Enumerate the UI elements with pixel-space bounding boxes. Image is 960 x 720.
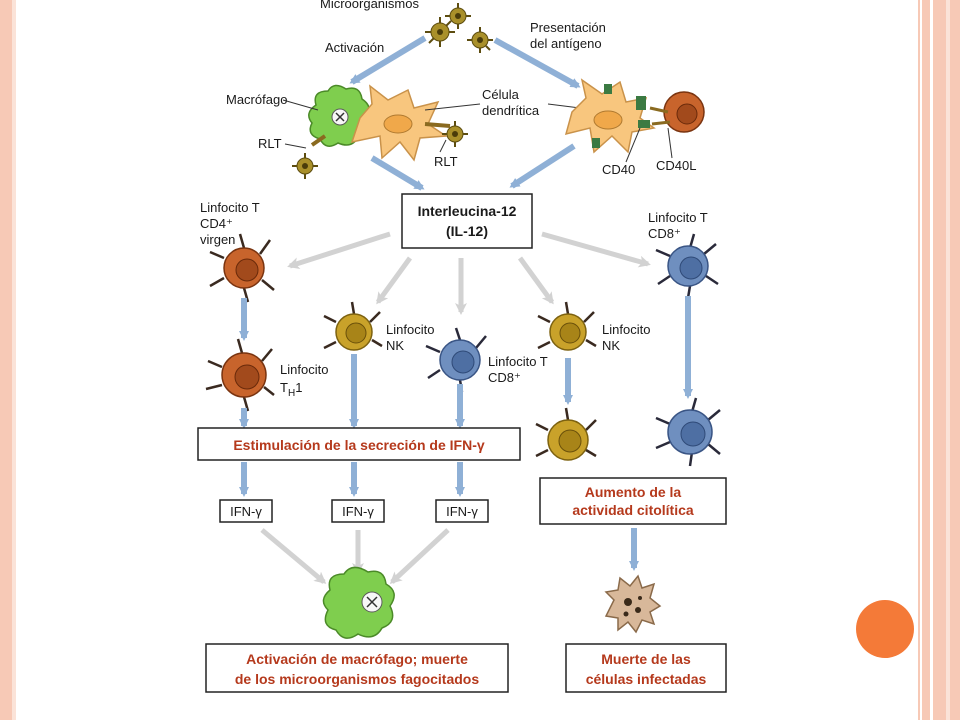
ifn-label: IFN-γ bbox=[230, 504, 262, 519]
th1-label: Linfocito bbox=[280, 362, 328, 377]
cd40-icon bbox=[592, 138, 600, 148]
dendritic-cell-label-2: dendrítica bbox=[482, 103, 540, 118]
th1-lymphocyte bbox=[205, 338, 275, 412]
dendritic-cell bbox=[350, 84, 449, 162]
infected-cell-death-box bbox=[565, 643, 727, 693]
microorganism-icon bbox=[425, 17, 455, 47]
slide-accent-dot bbox=[856, 600, 914, 658]
cd8-t-lymphocyte bbox=[425, 327, 487, 393]
nk-lymphocyte-active bbox=[535, 407, 597, 461]
cd4-naive-label-3: virgen bbox=[200, 232, 235, 247]
th1-label-2: TH1 bbox=[280, 380, 302, 399]
infected-cell-death-label: Muerte de las bbox=[601, 651, 691, 667]
arrow bbox=[260, 528, 327, 584]
receptor-icon bbox=[310, 134, 327, 147]
nk-label-2: NK bbox=[602, 338, 620, 353]
macrophage-activation-box bbox=[205, 643, 509, 693]
ifn-box bbox=[219, 499, 273, 523]
ifn-box bbox=[331, 499, 385, 523]
microorganisms-label: Microorganismos bbox=[320, 0, 419, 11]
mhc-icon bbox=[636, 96, 646, 110]
cd8-top-label-2: CD8⁺ bbox=[648, 226, 681, 241]
slide-frame-left-inner bbox=[12, 0, 16, 720]
cd4-t-lymphocyte bbox=[209, 233, 275, 303]
arrow bbox=[517, 256, 555, 305]
receptor-icon bbox=[651, 120, 671, 126]
infected-cell-death-label-2: células infectadas bbox=[586, 671, 707, 687]
antigen-presentation-label-2: del antígeno bbox=[530, 36, 602, 51]
cd40l-label: CD40L bbox=[656, 158, 696, 173]
cd4-naive-label: Linfocito T bbox=[200, 200, 260, 215]
ifn-box bbox=[435, 499, 489, 523]
macrophage-label: Macrófago bbox=[226, 92, 287, 107]
cytolytic-activity-label-2: actividad citolítica bbox=[572, 502, 694, 518]
th1-label-t: T bbox=[280, 380, 288, 395]
th1-label-1: 1 bbox=[295, 380, 302, 395]
leader-line bbox=[284, 143, 307, 149]
cd40-icon bbox=[638, 120, 650, 128]
macrophage-activation-label: Activación de macrófago; muerte bbox=[246, 651, 468, 667]
ifn-label: IFN-γ bbox=[342, 504, 374, 519]
frame-line bbox=[920, 0, 922, 720]
frame-line bbox=[946, 0, 950, 720]
arrow bbox=[370, 155, 425, 191]
receptor-icon bbox=[424, 122, 451, 128]
macrophage-cell bbox=[308, 84, 370, 147]
cd8-t-lymphocyte bbox=[655, 233, 719, 299]
nk-label: Linfocito bbox=[386, 322, 434, 337]
cd8-t-lymphocyte-active bbox=[655, 397, 721, 467]
antigen-presentation-label: Presentación bbox=[530, 20, 606, 35]
macrophage-activation-label-2: de los microorganismos fagocitados bbox=[235, 671, 479, 687]
cd8-label: Linfocito T bbox=[488, 354, 548, 369]
microorganism-icon bbox=[442, 121, 468, 147]
cd8-top-label: Linfocito T bbox=[648, 210, 708, 225]
arrow bbox=[389, 528, 450, 585]
rlt-label-left: RLT bbox=[258, 136, 282, 151]
th1-label-sub: H bbox=[288, 388, 295, 399]
arrow bbox=[349, 35, 427, 85]
arrow bbox=[375, 256, 413, 305]
frame-line bbox=[930, 0, 933, 720]
arrow bbox=[541, 231, 651, 268]
nk-lymphocyte bbox=[537, 301, 597, 351]
cd8-label-2: CD8⁺ bbox=[488, 370, 521, 385]
arrow bbox=[287, 231, 391, 269]
mhc-icon bbox=[604, 84, 612, 94]
cd4-naive-label-2: CD4⁺ bbox=[200, 216, 233, 231]
leader-line bbox=[439, 139, 447, 153]
microorganism-icon bbox=[445, 3, 471, 29]
slide-frame-left bbox=[0, 0, 12, 720]
leader-line bbox=[625, 127, 641, 163]
receptor-icon bbox=[649, 106, 669, 114]
nk-label-2: NK bbox=[386, 338, 404, 353]
arrow bbox=[509, 143, 576, 189]
ifn-stimulation-label: Estimulación de la secreción de IFN-γ bbox=[233, 437, 485, 453]
infected-cell bbox=[604, 574, 662, 634]
cytolytic-activity-label: Aumento de la bbox=[585, 484, 682, 500]
ifn-label: IFN-γ bbox=[446, 504, 478, 519]
il12-label: Interleucina-12 bbox=[418, 203, 517, 219]
il12-label-2: (IL-12) bbox=[446, 223, 488, 239]
rlt-label-center: RLT bbox=[434, 154, 458, 169]
il12-box bbox=[401, 193, 533, 249]
activation-label: Activación bbox=[325, 40, 384, 55]
microorganism-icon bbox=[467, 27, 493, 53]
nk-lymphocyte bbox=[323, 301, 383, 351]
t-lymphocyte-cd40l bbox=[663, 91, 705, 133]
cd40-label: CD40 bbox=[602, 162, 635, 177]
dendritic-cell-label: Célula bbox=[482, 87, 520, 102]
ifn-stimulation-box bbox=[197, 427, 521, 461]
slide-frame-right bbox=[918, 0, 960, 720]
activated-macrophage bbox=[322, 566, 395, 639]
leader-line bbox=[282, 99, 319, 111]
cytolytic-activity-box bbox=[539, 477, 727, 525]
arrow bbox=[493, 37, 581, 89]
leader-line bbox=[667, 127, 673, 159]
leader-line bbox=[424, 103, 481, 111]
nk-label: Linfocito bbox=[602, 322, 650, 337]
microorganism-icon bbox=[292, 153, 318, 179]
